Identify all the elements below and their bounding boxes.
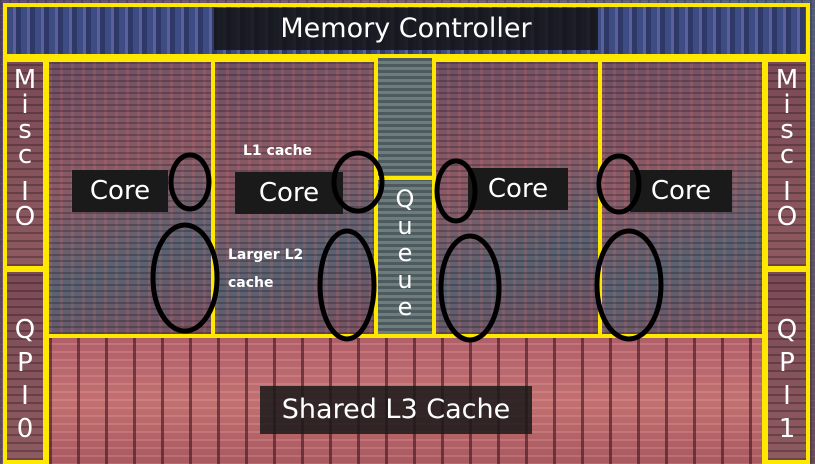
left-misc-io-letter: s xyxy=(18,115,32,145)
queue-letter: Q xyxy=(395,185,415,213)
l2-cache-annotation-line1: Larger L2 xyxy=(228,247,304,263)
queue-letter: u xyxy=(397,266,413,294)
right-qpi-letter: 1 xyxy=(778,414,796,444)
left-qpi-letter: I xyxy=(21,381,29,411)
left-misc-io-label: M i s c I O xyxy=(3,65,47,232)
core-2-label: Core xyxy=(235,172,343,214)
left-qpi-letter: 0 xyxy=(16,414,34,444)
right-misc-io-letter: s xyxy=(780,115,794,145)
left-misc-io-letter: M xyxy=(13,65,37,95)
right-qpi-letter: Q xyxy=(776,315,798,345)
right-qpi-letter: I xyxy=(783,381,791,411)
queue-label: Q u e u e xyxy=(374,186,436,321)
right-misc-io-letter: O xyxy=(776,202,798,232)
core-4-label: Core xyxy=(630,170,732,212)
queue-letter: u xyxy=(397,212,413,240)
left-qpi-label: Q P I 0 xyxy=(3,314,47,446)
l2-cache-annotation-line2: cache xyxy=(228,275,274,291)
core-1-label: Core xyxy=(72,170,168,212)
uncore-interconnect xyxy=(378,58,432,178)
right-qpi-label: Q P I 1 xyxy=(764,314,810,446)
right-misc-io-letter: I xyxy=(783,177,791,207)
shared-l3-label: Shared L3 Cache xyxy=(260,386,532,434)
queue-letter: e xyxy=(397,293,413,321)
right-qpi-region xyxy=(764,268,810,464)
queue-region xyxy=(374,176,436,338)
core-3-label: Core xyxy=(468,168,568,210)
memory-controller-label: Memory Controller xyxy=(214,8,598,50)
right-misc-io-region xyxy=(764,58,810,270)
left-misc-io-letter: c xyxy=(17,140,33,170)
queue-letter: e xyxy=(397,239,413,267)
left-misc-io-letter: I xyxy=(21,177,29,207)
l1-cache-annotation: L1 cache xyxy=(243,143,313,159)
left-qpi-letter: Q xyxy=(14,315,36,345)
left-qpi-letter: P xyxy=(17,348,33,378)
right-misc-io-letter: M xyxy=(775,65,799,95)
left-misc-io-letter: i xyxy=(21,90,29,120)
right-qpi-letter: P xyxy=(779,348,795,378)
right-misc-io-letter: c xyxy=(779,140,795,170)
left-misc-io-letter: O xyxy=(14,202,36,232)
right-misc-io-label: M i s c I O xyxy=(764,65,810,232)
right-misc-io-letter: i xyxy=(783,90,791,120)
